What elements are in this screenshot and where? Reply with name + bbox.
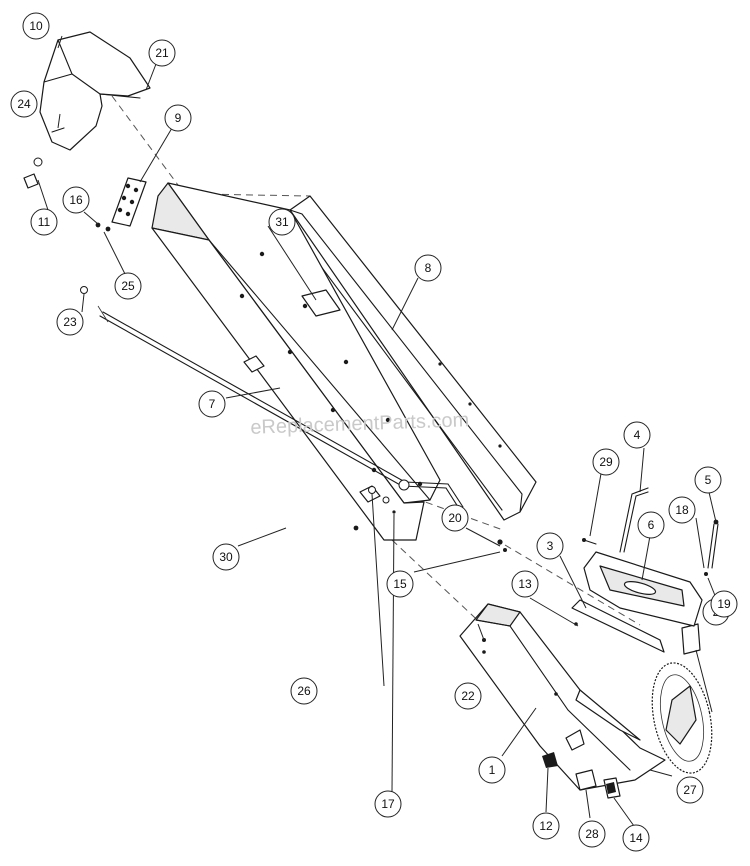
svg-text:28: 28: [585, 827, 599, 841]
svg-text:20: 20: [448, 511, 462, 525]
svg-text:14: 14: [629, 831, 643, 845]
part-5-long-bolt: [704, 519, 719, 576]
part-10-deflector-cover: [39, 31, 151, 151]
svg-text:21: 21: [155, 46, 169, 60]
callout-10: 10: [22, 12, 50, 40]
svg-text:18: 18: [675, 503, 689, 517]
svg-text:1: 1: [489, 763, 496, 777]
svg-text:27: 27: [683, 783, 697, 797]
svg-text:6: 6: [648, 518, 655, 532]
svg-text:13: 13: [518, 577, 532, 591]
part-4-handle: [619, 487, 649, 553]
hardware-upper-left: [23, 127, 111, 294]
callout-28: 28: [578, 820, 606, 848]
svg-text:9: 9: [175, 111, 182, 125]
callout-1: 1: [478, 756, 506, 784]
callout-19: 19: [710, 590, 738, 618]
part-29-pin: [582, 538, 597, 545]
svg-text:19: 19: [717, 597, 731, 611]
svg-text:5: 5: [705, 473, 712, 487]
callout-13: 13: [511, 570, 539, 598]
svg-text:4: 4: [634, 428, 641, 442]
callout-24: 24: [10, 90, 38, 118]
callout-25: 25: [114, 272, 142, 300]
callout-31: 31: [268, 208, 296, 236]
callout-11: 11: [30, 208, 58, 236]
part-30-control-rod: [97, 305, 464, 514]
callout-4: 4: [623, 421, 651, 449]
svg-text:22: 22: [461, 689, 475, 703]
callout-5: 5: [694, 466, 722, 494]
callout-6: 6: [637, 511, 665, 539]
callout-15: 15: [386, 570, 414, 598]
svg-text:17: 17: [381, 797, 395, 811]
callout-27: 27: [676, 776, 704, 804]
svg-text:26: 26: [297, 684, 311, 698]
callout-26: 26: [290, 677, 318, 705]
svg-text:12: 12: [539, 819, 553, 833]
callout-29: 29: [592, 448, 620, 476]
svg-text:25: 25: [121, 279, 135, 293]
parts-lower-labels: [542, 752, 621, 799]
svg-text:8: 8: [425, 261, 432, 275]
callout-21: 21: [148, 39, 176, 67]
part-9-hinge-plate: [111, 177, 147, 227]
callout-23: 23: [56, 308, 84, 336]
svg-text:15: 15: [393, 577, 407, 591]
part-7-chute-body: [151, 182, 441, 541]
svg-text:10: 10: [29, 19, 43, 33]
svg-text:7: 7: [209, 397, 216, 411]
part-8-side-channel: [289, 195, 537, 521]
part-2-flat-bar: [681, 623, 701, 655]
svg-text:29: 29: [599, 455, 613, 469]
callout-14: 14: [622, 824, 650, 852]
leader-lines: [37, 35, 717, 827]
svg-text:23: 23: [63, 315, 77, 329]
callout-17: 17: [374, 790, 402, 818]
callout-8: 8: [414, 254, 442, 282]
svg-text:3: 3: [547, 539, 554, 553]
callout-9: 9: [164, 104, 192, 132]
svg-text:24: 24: [17, 97, 31, 111]
callout-30: 30: [212, 543, 240, 571]
hardware-mid: [497, 539, 507, 552]
callout-7: 7: [198, 390, 226, 418]
svg-text:30: 30: [219, 550, 233, 564]
callout-3: 3: [536, 532, 564, 560]
part-1-lower-chute: [459, 603, 666, 791]
callout-12: 12: [532, 812, 560, 840]
part-6-gear-housing: [583, 551, 703, 627]
callout-16: 16: [62, 186, 90, 214]
callout-22: 22: [454, 682, 482, 710]
part-27-gear-ring: [651, 662, 713, 774]
part-3-curved-strip: [571, 599, 665, 653]
part-31-label: [301, 289, 341, 317]
callout-20: 20: [441, 504, 469, 532]
svg-text:31: 31: [275, 215, 289, 229]
callout-18: 18: [668, 496, 696, 524]
svg-text:11: 11: [38, 215, 51, 229]
svg-text:16: 16: [69, 193, 83, 207]
